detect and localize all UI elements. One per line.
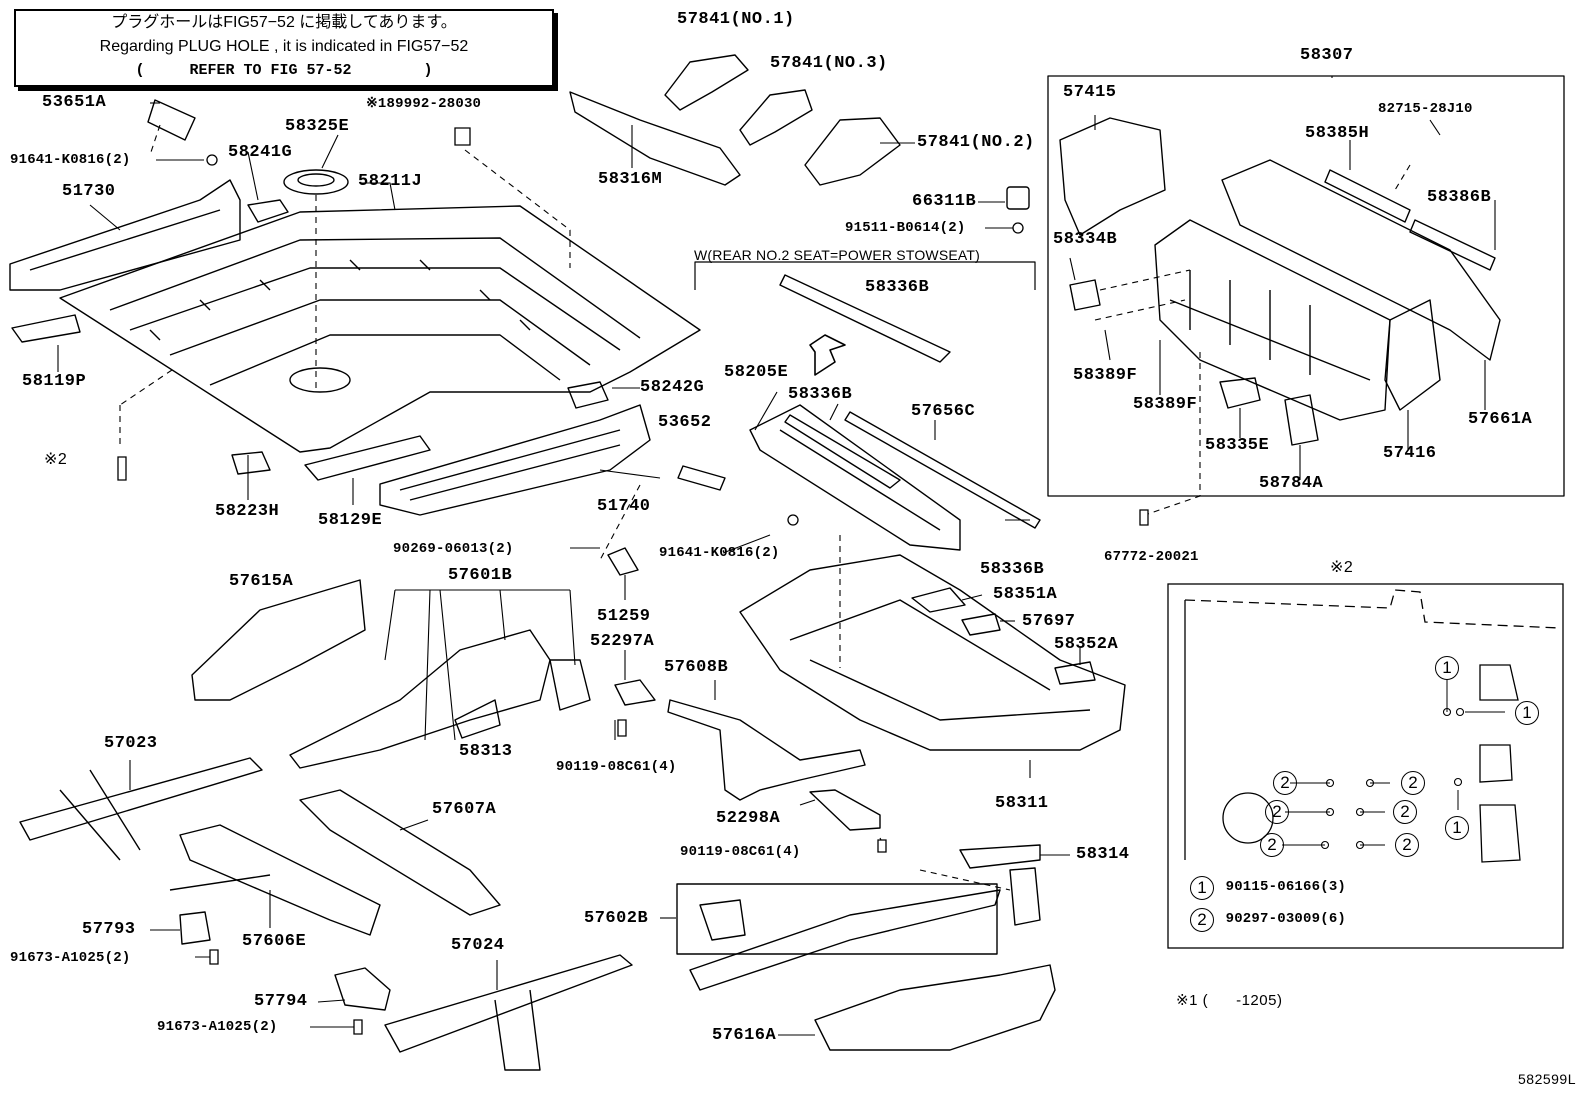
callout-91641-k0816-a[interactable]: 91641-K0816(2): [10, 152, 131, 168]
power-stowseat-note: W(REAR NO.2 SEAT=POWER STOWSEAT): [694, 247, 981, 263]
callout-58335e[interactable]: 58335E: [1205, 436, 1270, 455]
callout-91673-a1025-a[interactable]: 91673-A1025(2): [10, 950, 131, 966]
callout-58325e[interactable]: 58325E: [285, 117, 350, 136]
inset-marker-2-a: 2: [1273, 771, 1297, 795]
callout-57024[interactable]: 57024: [451, 936, 505, 955]
legend-2-marker: 2: [1190, 908, 1214, 932]
rear-floor-58311: [739, 554, 1126, 751]
callout-57841-no1[interactable]: 57841(NO.1): [677, 10, 795, 29]
callout-52297a[interactable]: 52297A: [590, 632, 655, 651]
note-line-en: Regarding PLUG HOLE , it is indicated in…: [99, 38, 469, 55]
rail-51740: [379, 404, 651, 516]
plug-58325e: [283, 169, 349, 195]
callout-57656c[interactable]: 57656C: [911, 402, 976, 421]
callout-58316m[interactable]: 58316M: [598, 170, 663, 189]
legend-2-part: 90297-03009(6): [1225, 911, 1347, 927]
callout-58242g[interactable]: 58242G: [640, 378, 705, 397]
callout-58784a[interactable]: 58784A: [1259, 474, 1324, 493]
callout-58386b[interactable]: 58386B: [1427, 188, 1492, 207]
callout-58129e[interactable]: 58129E: [318, 511, 383, 530]
callout-57616a[interactable]: 57616A: [712, 1026, 777, 1045]
inset-marker-2-b: 2: [1265, 800, 1289, 824]
inset-legend-2[interactable]: 2 90297-03009(6): [1190, 908, 1347, 932]
callout-89992-28030[interactable]: ※189992-28030: [366, 96, 482, 112]
note-line-ja: プラグホールはFIG57−52 に掲載してあります。: [111, 14, 457, 31]
callout-57697[interactable]: 57697: [1022, 612, 1076, 631]
inset-marker-1-b: 1: [1515, 701, 1539, 725]
callout-58311[interactable]: 58311: [995, 794, 1049, 813]
callout-66311b[interactable]: 66311B: [912, 192, 977, 211]
callout-57416[interactable]: 57416: [1383, 444, 1437, 463]
callout-58385h[interactable]: 58385H: [1305, 124, 1370, 143]
callout-58336b-middle[interactable]: 58336B: [788, 385, 853, 404]
rail-51730: [9, 179, 241, 291]
callout-57793[interactable]: 57793: [82, 920, 136, 939]
figure-id: 582599L: [1518, 1071, 1577, 1087]
callout-58211j[interactable]: 58211J: [358, 172, 423, 191]
callout-58389f-b[interactable]: 58389F: [1133, 395, 1198, 414]
callout-51730[interactable]: 51730: [62, 182, 116, 201]
callout-58336b-upper[interactable]: 58336B: [865, 278, 930, 297]
callout-57602b[interactable]: 57602B: [584, 909, 649, 928]
inset-marker-1-a: 1: [1435, 656, 1459, 680]
callout-58336b-lower[interactable]: 58336B: [980, 560, 1045, 579]
callout-58313[interactable]: 58313: [459, 742, 513, 761]
legend-1-marker: 1: [1190, 876, 1214, 900]
inset-marker-2-c: 2: [1260, 833, 1284, 857]
callout-90119-08c61-b[interactable]: 90119-08C61(4): [680, 844, 801, 860]
callout-53652[interactable]: 53652: [658, 413, 712, 432]
callout-58351a[interactable]: 58351A: [993, 585, 1058, 604]
callout-58205e[interactable]: 58205E: [724, 363, 789, 382]
callout-90119-08c61-a[interactable]: 90119-08C61(4): [556, 759, 677, 775]
inset-box: [1167, 583, 1564, 949]
callout-82715-28j10[interactable]: 82715-28J10: [1378, 101, 1473, 117]
callout-57606e[interactable]: 57606E: [242, 932, 307, 951]
callout-57023[interactable]: 57023: [104, 734, 158, 753]
legend-1-part: 90115-06166(3): [1225, 879, 1347, 895]
inset-marker-2-d: 2: [1401, 771, 1425, 795]
callout-91641-k0816-b[interactable]: 91641-K0816(2): [659, 545, 780, 561]
callout-57608b[interactable]: 57608B: [664, 658, 729, 677]
callout-58314[interactable]: 58314: [1076, 845, 1130, 864]
assembly-box-58307: [1047, 75, 1565, 497]
inset-marker-2-e: 2: [1393, 800, 1417, 824]
callout-57841-no2[interactable]: 57841(NO.2): [917, 133, 1035, 152]
floor-pan-58211j: [59, 205, 701, 453]
callout-58352a[interactable]: 58352A: [1054, 635, 1119, 654]
callout-51259[interactable]: 51259: [597, 607, 651, 626]
inset-marker-1-c: 1: [1445, 816, 1469, 840]
callout-57415[interactable]: 57415: [1063, 83, 1117, 102]
plug-hole-note: プラグホールはFIG57−52 に掲載してあります。 Regarding PLU…: [14, 9, 554, 87]
callout-67772-20021[interactable]: 67772-20021: [1104, 549, 1199, 565]
inset-marker-2-f: 2: [1395, 833, 1419, 857]
callout-58307[interactable]: 58307: [1300, 46, 1354, 65]
callout-58389f-a[interactable]: 58389F: [1073, 366, 1138, 385]
callout-57607a[interactable]: 57607A: [432, 800, 497, 819]
inset-legend-1[interactable]: 1 90115-06166(3): [1190, 876, 1347, 900]
callout-57601b[interactable]: 57601B: [448, 566, 513, 585]
callout-91673-a1025-b[interactable]: 91673-A1025(2): [157, 1019, 278, 1035]
callout-note2-screw[interactable]: ※2: [44, 451, 68, 468]
footnote: ※1 ( -1205): [1176, 992, 1283, 1009]
callout-58119p[interactable]: 58119P: [22, 372, 87, 391]
callout-51740[interactable]: 51740: [597, 497, 651, 516]
callout-57794[interactable]: 57794: [254, 992, 308, 1011]
callout-57661a[interactable]: 57661A: [1468, 410, 1533, 429]
callout-91511-b0614[interactable]: 91511-B0614(2): [845, 220, 966, 236]
callout-53651a[interactable]: 53651A: [42, 93, 107, 112]
callout-58241g[interactable]: 58241G: [228, 143, 293, 162]
callout-57841-no3[interactable]: 57841(NO.3): [770, 54, 888, 73]
callout-90269-06013[interactable]: 90269-06013(2): [393, 541, 514, 557]
callout-57615a[interactable]: 57615A: [229, 572, 294, 591]
note-line-ref: ( REFER TO FIG 57-52 ): [135, 62, 433, 79]
callout-58334b[interactable]: 58334B: [1053, 230, 1118, 249]
callout-52298a[interactable]: 52298A: [716, 809, 781, 828]
inset-title: ※2: [1330, 559, 1354, 576]
callout-58223h[interactable]: 58223H: [215, 502, 280, 521]
